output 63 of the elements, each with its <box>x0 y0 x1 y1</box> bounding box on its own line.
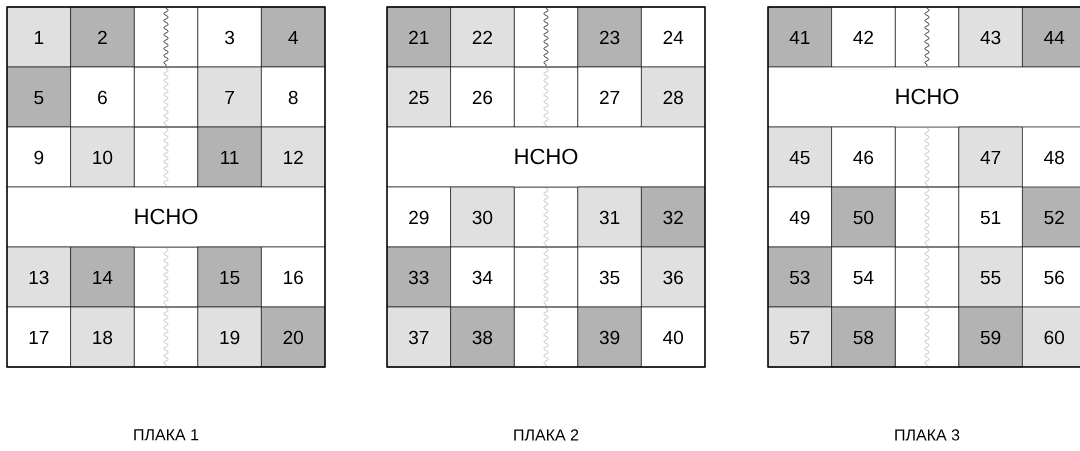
numbered-cell: 43 <box>958 6 1023 68</box>
numbered-cell: 2 <box>70 6 135 68</box>
numbered-cell: 27 <box>577 66 642 128</box>
numbered-cell: 37 <box>386 306 451 368</box>
numbered-cell: 59 <box>958 306 1023 368</box>
numbered-cell: 40 <box>641 306 706 368</box>
node-label: ПЛАКА 3 <box>895 429 960 441</box>
numbered-cell: 13 <box>6 246 71 308</box>
numbered-cell: 23 <box>577 6 642 68</box>
numbered-cell: 33 <box>386 246 451 308</box>
numbered-cell: 14 <box>70 246 135 308</box>
numbered-cell: 19 <box>197 306 262 368</box>
numbered-cell: 17 <box>6 306 71 368</box>
numbered-cell: 24 <box>641 6 706 68</box>
numbered-cell: 7 <box>197 66 262 128</box>
numbered-cell: 18 <box>70 306 135 368</box>
numbered-cell: 60 <box>1022 306 1080 368</box>
numbered-cell: 42 <box>831 6 896 68</box>
numbered-cell: 1 <box>6 6 71 68</box>
numbered-cell: 3 <box>197 6 262 68</box>
numbered-cell: 29 <box>386 186 451 248</box>
numbered-cell: 10 <box>70 126 135 188</box>
numbered-cell: 48 <box>1022 126 1080 188</box>
numbered-cell: 30 <box>450 186 515 248</box>
numbered-cell: 50 <box>831 186 896 248</box>
numbered-cell: 53 <box>767 246 832 308</box>
numbered-cell: 15 <box>197 246 262 308</box>
numbered-cell: 21 <box>386 6 451 68</box>
numbered-cell: 6 <box>70 66 135 128</box>
numbered-cell: 46 <box>831 126 896 188</box>
numbered-cell: 58 <box>831 306 896 368</box>
numbered-cell: 55 <box>958 246 1023 308</box>
node-label: ПЛАКА 2 <box>514 429 579 441</box>
numbered-cell: 44 <box>1022 6 1080 68</box>
numbered-cell: 20 <box>261 306 326 368</box>
numbered-cell: 26 <box>450 66 515 128</box>
numbered-cell: 57 <box>767 306 832 368</box>
numbered-cell: 31 <box>577 186 642 248</box>
numbered-cell: 11 <box>197 126 262 188</box>
numbered-cell: 56 <box>1022 246 1080 308</box>
numbered-cell: 5 <box>6 66 71 128</box>
numbered-cell: 28 <box>641 66 706 128</box>
numbered-cell: 52 <box>1022 186 1080 248</box>
numbered-cell: 54 <box>831 246 896 308</box>
numbered-cell: 22 <box>450 6 515 68</box>
numbered-cell: 8 <box>261 66 326 128</box>
numbered-cell: 36 <box>641 246 706 308</box>
numbered-cell: 47 <box>958 126 1023 188</box>
node-label: ПЛАКА 1 <box>134 429 199 441</box>
numbered-cell: 35 <box>577 246 642 308</box>
numbered-cell: 34 <box>450 246 515 308</box>
numbered-cell: 51 <box>958 186 1023 248</box>
numbered-cell: 9 <box>6 126 71 188</box>
numbered-cell: 12 <box>261 126 326 188</box>
numbered-cell: 49 <box>767 186 832 248</box>
numbered-cell: 16 <box>261 246 326 308</box>
numbered-cell: 4 <box>261 6 326 68</box>
numbered-cell: 45 <box>767 126 832 188</box>
numbered-cell: 41 <box>767 6 832 68</box>
numbered-cell: 38 <box>450 306 515 368</box>
numbered-cell: 25 <box>386 66 451 128</box>
numbered-cell: 32 <box>641 186 706 248</box>
numbered-cell: 39 <box>577 306 642 368</box>
